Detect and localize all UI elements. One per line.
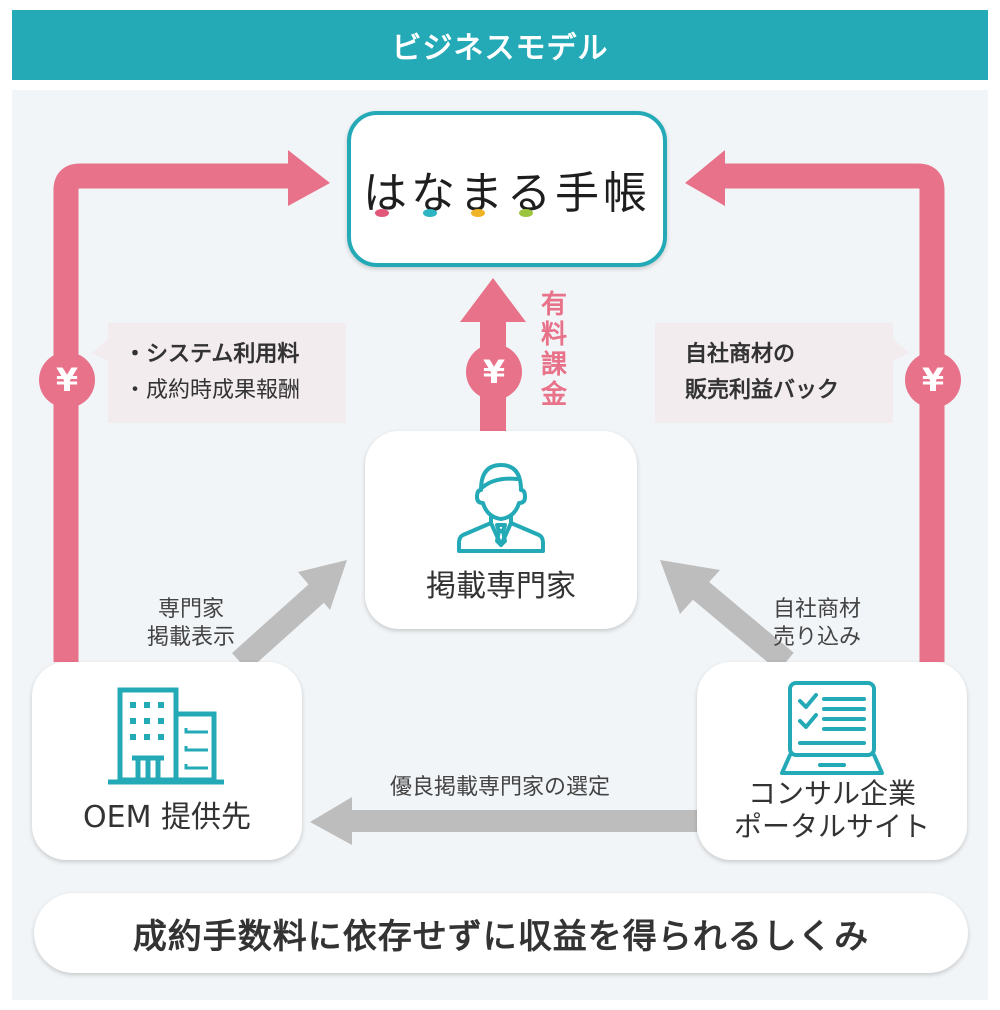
callout-pointer xyxy=(893,339,909,361)
callout-left-line2: ・成約時成果報酬 xyxy=(124,378,301,403)
callout-consult-revenue: 自社商材の 販売利益バック xyxy=(655,323,909,423)
callout-right-line1: 自社商材の xyxy=(685,342,796,367)
oem-label: OEM 提供先 xyxy=(83,800,251,835)
consult-portal-node: コンサル企業 ポータルサイト xyxy=(697,662,967,860)
callout-right-line2: 販売利益バック xyxy=(685,378,840,403)
logo-char: な xyxy=(411,168,459,219)
tagline-text: 成約手数料に依存せずに収益を得られるしくみ xyxy=(132,916,870,957)
oem-to-expert-arrowhead xyxy=(298,560,347,610)
consult-to-expert-label-line1: 自社商材 xyxy=(772,597,861,622)
callout-pointer xyxy=(92,339,108,361)
logo-char: ま xyxy=(459,168,507,219)
tagline-banner: 成約手数料に依存せずに収益を得られるしくみ xyxy=(34,893,968,973)
expert-node: 掲載専門家 xyxy=(365,431,637,629)
logo-dot xyxy=(375,209,389,217)
oem-node: OEM 提供先 xyxy=(32,662,302,860)
oem-to-expert-label: 専門家 掲載表示 xyxy=(126,596,256,652)
logo-dot xyxy=(519,209,533,217)
callout-left-line1: ・システム利用料 xyxy=(124,342,300,367)
oem-to-expert-label-line1: 専門家 xyxy=(157,597,224,622)
consult-label-line2: ポータルサイト xyxy=(733,810,930,843)
expert-label: 掲載専門家 xyxy=(426,569,576,604)
consult-to-oem-shaft xyxy=(350,810,697,832)
center-money-arrowhead xyxy=(460,278,526,322)
laptop-checklist-icon xyxy=(780,681,884,775)
callout-oem-revenue: ・システム利用料 ・成約時成果報酬 xyxy=(92,323,346,423)
page-title: ビジネスモデル xyxy=(391,31,609,66)
logo-char: 帳 xyxy=(603,168,651,219)
left-money-arrowhead xyxy=(288,150,330,206)
businessman-icon xyxy=(457,463,545,553)
oem-to-expert-label-line2: 掲載表示 xyxy=(146,625,235,650)
right-money-arrow xyxy=(720,163,945,662)
logo-char: る xyxy=(507,168,555,219)
logo-dot xyxy=(423,209,437,217)
consult-to-oem-arrowhead xyxy=(310,797,352,845)
consult-to-expert-label: 自社商材 売り込み xyxy=(752,596,882,652)
hanamaru-logo: は な ま る 手 帳 xyxy=(363,157,651,221)
page-title-banner: ビジネスモデル xyxy=(12,10,988,80)
consult-to-oem-label: 優良掲載専門家の選定 xyxy=(389,775,610,800)
consult-to-expert-arrowhead xyxy=(660,560,720,614)
consult-label: コンサル企業 ポータルサイト xyxy=(734,777,930,843)
right-money-arrowhead xyxy=(685,150,725,206)
consult-label-line1: コンサル企業 xyxy=(747,777,916,810)
service-node-hanamaru: は な ま る 手 帳 xyxy=(347,111,667,267)
yen-icon-center: ¥ xyxy=(466,344,522,400)
consult-to-expert-arrow xyxy=(692,580,794,672)
building-icon xyxy=(108,687,224,785)
logo-dot xyxy=(471,209,485,217)
paid-charge-label: 有料課金 xyxy=(540,290,567,410)
yen-icon-right: ¥ xyxy=(905,352,961,408)
left-money-arrow xyxy=(53,163,290,662)
oem-to-expert-arrow xyxy=(231,583,327,671)
logo-char: は xyxy=(363,168,411,219)
consult-to-expert-label-line2: 売り込み xyxy=(772,625,861,650)
yen-icon-left: ¥ xyxy=(39,352,95,408)
logo-char: 手 xyxy=(555,168,603,219)
